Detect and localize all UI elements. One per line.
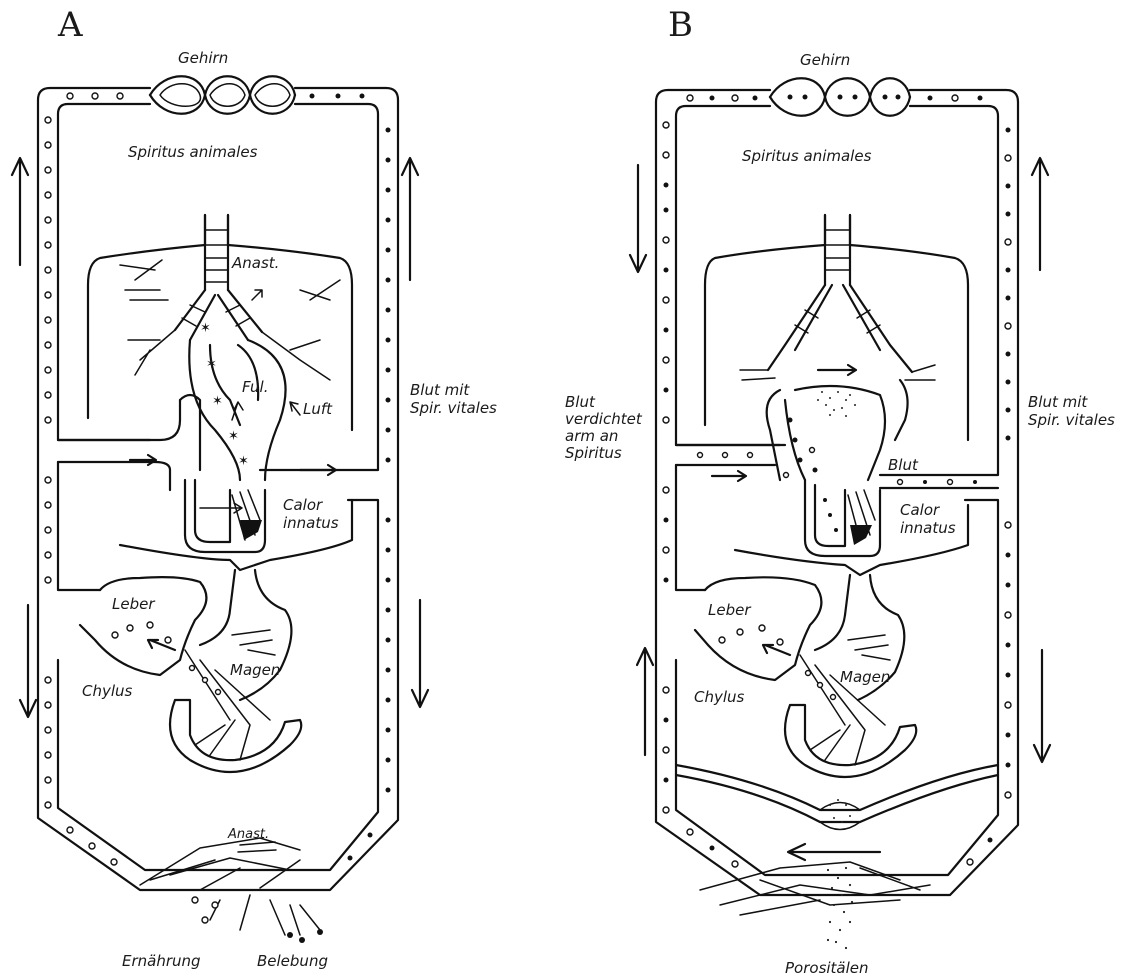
- label-blut-left-b-4: Spiritus: [565, 444, 622, 462]
- label-calor-a: Calor: [283, 496, 323, 514]
- label-blut-b: Blut: [888, 456, 919, 474]
- svg-text:✶: ✶: [212, 394, 223, 409]
- label-magen-b: Magen: [840, 668, 890, 686]
- label-ernaehrung-a: Ernährung: [122, 952, 201, 970]
- svg-text:✶: ✶: [200, 321, 211, 336]
- svg-text:✶: ✶: [238, 454, 249, 469]
- svg-text:✶: ✶: [206, 357, 217, 372]
- label-calor-b: Calor: [900, 501, 940, 519]
- label-chylus-a: Chylus: [82, 682, 133, 700]
- label-luft-a: Luft: [303, 400, 333, 418]
- label-blut-left-b-1: Blut: [565, 393, 596, 411]
- porosity-region-b: [676, 765, 998, 949]
- brain-a: [150, 76, 295, 114]
- svg-text:✶: ✶: [228, 429, 239, 444]
- label-belebung-a: Belebung: [257, 952, 328, 970]
- label-gehirn-a: Gehirn: [178, 49, 228, 67]
- label-blut-right-a-1: Blut mit: [410, 381, 470, 399]
- outer-vessel-b: [656, 90, 1018, 895]
- label-porositaeten-b: Porositälen: [785, 959, 869, 977]
- label-leber-a: Leber: [112, 595, 155, 613]
- label-magen-a: Magen: [230, 661, 280, 679]
- flow-arrows-b: [630, 158, 1050, 860]
- label-anast-top-a: Anast.: [231, 254, 279, 272]
- label-innatus-a: innatus: [283, 514, 339, 532]
- label-gehirn-b: Gehirn: [800, 51, 850, 69]
- label-chylus-b: Chylus: [694, 688, 745, 706]
- label-ful-a: Ful.: [242, 378, 268, 396]
- panel-a: A Gehirn Spiritus animales: [12, 5, 497, 970]
- vessel-dots-b: [663, 95, 1011, 867]
- label-innatus-b: innatus: [900, 519, 956, 537]
- thorax-b: [676, 215, 968, 481]
- label-blut-left-b-2: verdichtet: [565, 410, 643, 428]
- label-blut-left-b-3: arm an: [565, 427, 618, 445]
- vessel-dots-a: [45, 93, 391, 865]
- label-leber-b: Leber: [708, 601, 751, 619]
- thorax-a: ✶ ✶ ✶ ✶ ✶: [58, 215, 352, 490]
- label-blut-right-a-2: Spir. vitales: [410, 399, 497, 417]
- outer-vessel-a: [38, 88, 398, 890]
- label-spiritus-a: Spiritus animales: [128, 143, 258, 161]
- label-anast-bottom-a: Anast.: [227, 827, 269, 842]
- panel-b: B Gehirn Spiritus animales: [565, 5, 1115, 977]
- label-blut-right-b-2: Spir. vitales: [1028, 411, 1115, 429]
- label-spiritus-b: Spiritus animales: [742, 147, 872, 165]
- brain-b: [770, 78, 910, 116]
- heart-b: [735, 480, 998, 576]
- panel-letter-a: A: [57, 5, 83, 45]
- panel-letter-b: B: [668, 5, 693, 45]
- label-blut-right-b-1: Blut mit: [1028, 393, 1088, 411]
